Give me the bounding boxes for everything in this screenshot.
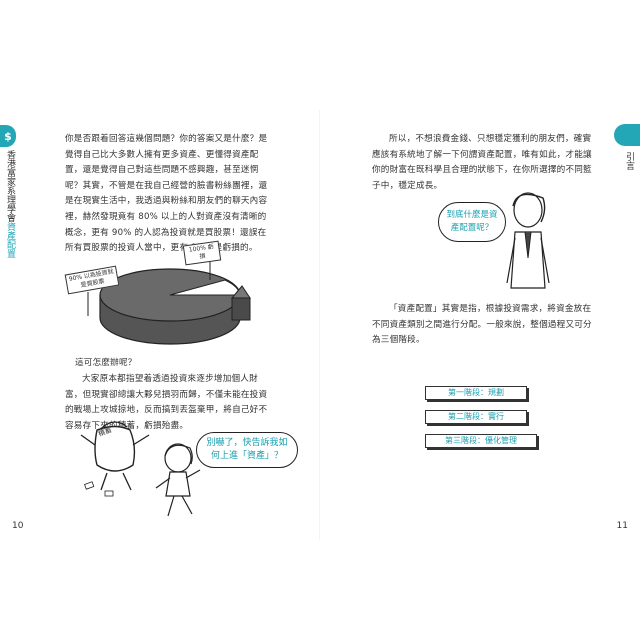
stage-one-box: 第一階段：規劃 bbox=[425, 386, 527, 400]
stage-three-box: 第三階段：優化管理 bbox=[425, 434, 537, 448]
worried-man-character bbox=[506, 192, 550, 289]
right-intro-paragraph: 所以，不想浪費金錢、只想穩定獲利的朋友們，確實應該有系統地了解一下何謂資產配置，… bbox=[372, 134, 592, 191]
pie-chart-drawing bbox=[87, 260, 251, 345]
money-bag-character bbox=[80, 421, 150, 497]
right-page-number: 11 bbox=[616, 521, 628, 531]
right-speech-bubble: 到底什麼是資產配置呢？ bbox=[438, 202, 506, 242]
running-girl-character bbox=[155, 443, 201, 517]
left-speech-bubble: 別嚇了，快告訴我如何上進「資產」？ bbox=[196, 432, 298, 468]
dollar-icon: $ bbox=[0, 125, 16, 147]
pie-illustration bbox=[87, 260, 251, 345]
chapter-tab bbox=[614, 124, 640, 146]
definition-paragraph: 「資產配置」其實是指，根據投資需求，將資金放在不同資產類別之間進行分配。一般來說… bbox=[372, 304, 592, 346]
left-page-number: 10 bbox=[12, 521, 24, 531]
question-line: 這可怎麼辦呢？ bbox=[75, 358, 137, 368]
intro-paragraph: 你是否跟着回答這幾個問題？你的答案又是什麼？是覺得自己比大多數人擁有更多資產、更… bbox=[65, 134, 268, 254]
running-title: 香港富家系理學會資產配置 bbox=[3, 150, 15, 258]
right-page: 引言 所以，不想浪費金錢、只想穩定獲利的朋友們，確實應該有系統地了解一下何謂資產… bbox=[320, 0, 640, 640]
stage-two-box: 第二階段：實行 bbox=[425, 410, 527, 424]
left-page: $ 香港富家系理學會資產配置 你是否跟着回答這幾個問題？你的答案又是什麼？是覺得… bbox=[0, 125, 298, 531]
chapter-tab-label: 引言 bbox=[624, 152, 634, 170]
running-title-sub: 資產配置 bbox=[5, 222, 15, 258]
running-title-main: 香港富家系理學會 bbox=[5, 150, 15, 222]
